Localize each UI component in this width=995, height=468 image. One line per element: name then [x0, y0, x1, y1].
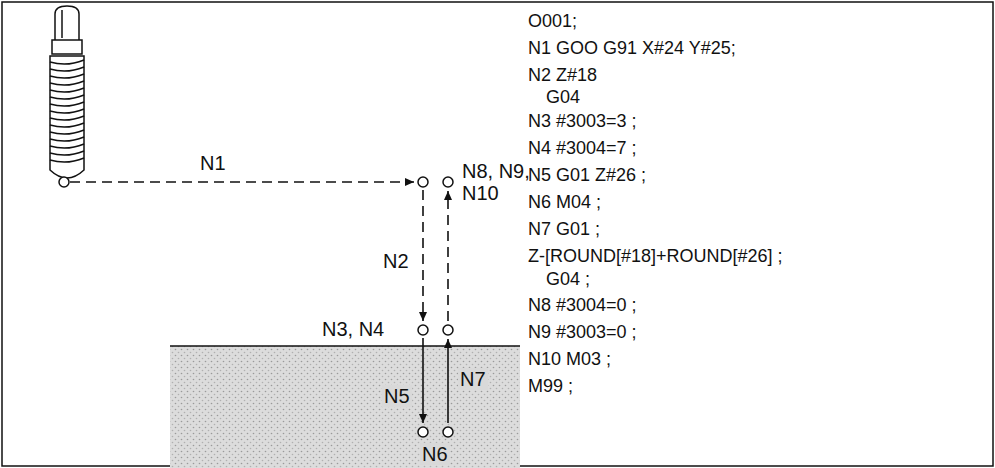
- callout-number: N1: [200, 152, 226, 174]
- program-line: Z-[ROUND[#18]+ROUND[#26] ;: [528, 247, 783, 267]
- program-line: N8 #3004=0 ;: [528, 296, 637, 316]
- callout-number: N7: [458, 368, 488, 390]
- callout-number: N3, N4: [322, 318, 384, 340]
- program-line: M99 ;: [528, 377, 573, 397]
- program-line: N3 #3003=3 ;: [528, 112, 637, 132]
- rapid-path: [422, 190, 424, 321]
- callout-number: N6: [420, 443, 450, 465]
- feed-path: [422, 338, 424, 423]
- rapid-path: [447, 191, 449, 321]
- program-line: N5 G01 Z#26 ;: [528, 166, 646, 186]
- program-line: G04: [546, 88, 580, 108]
- program-line: N1 GOO G91 X#24 Y#25;: [528, 39, 736, 59]
- rapid-path: [70, 181, 414, 183]
- program-line: O001;: [528, 12, 577, 32]
- tap-tool: [50, 6, 84, 178]
- program-line: N7 G01 ;: [528, 220, 600, 240]
- program-line: N2 Z#18: [528, 66, 597, 86]
- callout-number: N2: [383, 250, 409, 272]
- feed-path: [447, 339, 449, 423]
- program-line: G04 ;: [546, 270, 590, 290]
- program-line: N9 #3003=0 ;: [528, 323, 637, 343]
- program-line: N4 #3004=7 ;: [528, 139, 637, 159]
- workpiece: [170, 346, 520, 468]
- point-markers: [418, 177, 453, 437]
- callout-number: N8, N9, N10: [460, 160, 534, 204]
- callout-number: N5: [382, 385, 412, 407]
- program-line: N6 M04 ;: [528, 193, 601, 213]
- program-line: N10 M03 ;: [528, 350, 611, 370]
